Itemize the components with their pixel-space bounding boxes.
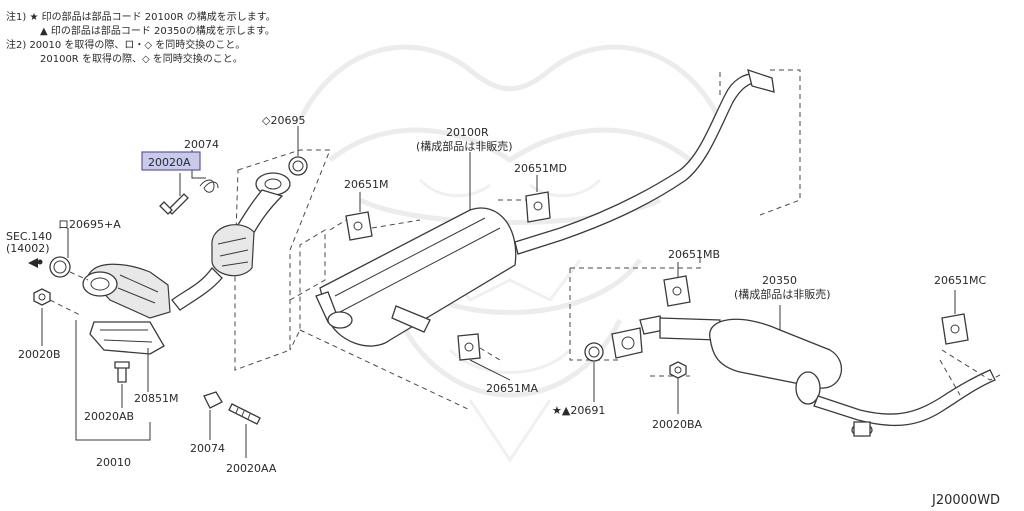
diagram-code: J20000WD xyxy=(931,493,1000,508)
label-20350[interactable]: 20350 xyxy=(762,274,797,287)
label-20020aa[interactable]: 20020AA xyxy=(226,462,277,475)
heat-shield xyxy=(89,321,165,355)
center-muffler-assembly xyxy=(289,69,801,411)
stud-20020aa xyxy=(228,403,261,425)
label-20020ba[interactable]: 20020BA xyxy=(652,418,703,431)
hanger-20651mc xyxy=(941,313,969,345)
label-20695a[interactable]: ロ20695+A xyxy=(58,218,121,231)
label-20020ab[interactable]: 20020AB xyxy=(84,410,134,423)
label-20651mc[interactable]: 20651MC xyxy=(934,274,986,287)
hanger-20651md xyxy=(525,191,551,223)
bolt-20020a xyxy=(167,193,189,215)
label-20651md[interactable]: 20651MD xyxy=(514,162,567,175)
label-20651mb[interactable]: 20651MB xyxy=(668,248,720,261)
label-20010[interactable]: 20010 xyxy=(96,456,131,469)
front-leader-lines xyxy=(41,126,299,458)
hanger-20651mb xyxy=(663,275,691,307)
part-labels: ◇20695 20074 20020A ロ20695+A SEC.140 (14… xyxy=(6,114,1000,508)
label-20651m[interactable]: 20651M xyxy=(344,178,388,191)
note-1-line-2: ▲ 印の部品は部品コード 20350の構成を示します。 xyxy=(40,24,275,37)
label-20020a[interactable]: 20020A xyxy=(148,156,191,169)
center-flange xyxy=(327,311,353,329)
gasket-20695 xyxy=(288,156,308,176)
highlight-box-20020a xyxy=(141,151,201,171)
center-muffler xyxy=(319,207,517,347)
label-20100r-sub: (構成部品は非販売) xyxy=(416,139,513,153)
rear-tailpipe xyxy=(813,369,996,427)
hanger-20651m xyxy=(345,211,373,241)
label-20851m[interactable]: 20851M xyxy=(134,392,178,405)
nut-20074-bottom xyxy=(203,391,223,409)
rear-flange xyxy=(747,69,775,93)
label-20691[interactable]: ★▲20691 xyxy=(552,404,605,417)
manifold-inlet xyxy=(82,271,118,297)
gasket-20695a xyxy=(49,256,71,278)
note-1-line-1: 注1) ★ 印の部品は部品コード 20100R の構成を示します。 xyxy=(6,10,276,23)
label-20074-bottom[interactable]: 20074 xyxy=(190,442,225,455)
rear-muffler xyxy=(709,318,842,389)
label-20651ma[interactable]: 20651MA xyxy=(486,382,538,395)
label-sec140-sub: (14002) xyxy=(6,242,50,255)
hanger-20651ma xyxy=(457,333,481,361)
nut-20020b xyxy=(33,288,51,306)
gasket-20691 xyxy=(584,342,604,362)
note-2-line-1: 注2) 20010 を取得の際、ロ・◇ を同時交換のこと。 xyxy=(6,38,245,51)
nut-20020ba xyxy=(669,361,687,379)
rear-muffler-assembly xyxy=(569,250,1001,437)
label-20020b[interactable]: 20020B xyxy=(18,348,61,361)
label-20350-sub: (構成部品は非販売) xyxy=(734,287,831,301)
label-20074-top[interactable]: 20074 xyxy=(184,138,219,151)
rear-inlet-flange xyxy=(611,327,643,359)
label-20695[interactable]: ◇20695 xyxy=(262,114,305,127)
label-sec140[interactable]: SEC.140 xyxy=(6,230,52,243)
rear-muffler-end xyxy=(795,371,821,405)
front-exhaust-assembly xyxy=(28,149,331,425)
spring-20074-top xyxy=(199,179,219,193)
sec140-arrow-icon xyxy=(28,258,38,268)
label-20100r[interactable]: 20100R xyxy=(446,126,489,139)
note-2-line-2: 20100R を取得の際、◇ を同時交換のこと。 xyxy=(40,52,243,65)
